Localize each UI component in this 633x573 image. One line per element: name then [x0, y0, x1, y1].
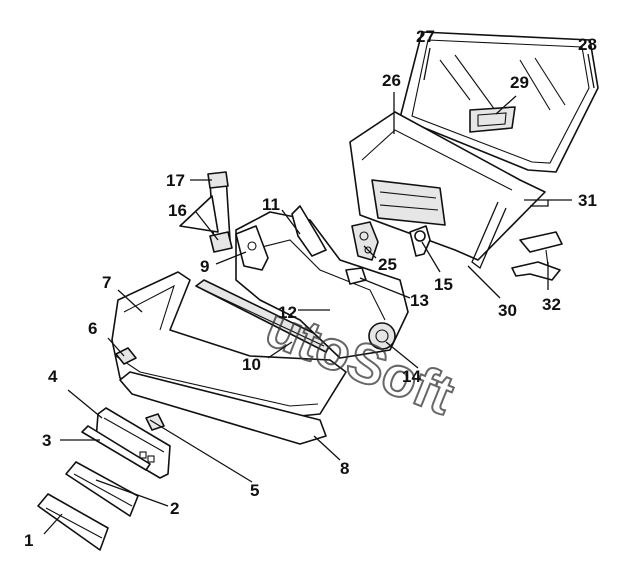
- callout-8: 8: [340, 459, 349, 478]
- callouts: 1 2 3 4 5 6 7 8 9 10 11 12 13 14 15 16 1…: [24, 27, 597, 550]
- callout-2: 2: [170, 499, 179, 518]
- striker-bracket: [511, 231, 563, 281]
- callout-16: 16: [168, 201, 187, 220]
- callout-12: 12: [278, 303, 297, 322]
- callout-5: 5: [250, 481, 259, 500]
- callout-6: 6: [88, 319, 97, 338]
- leader-lines: [43, 47, 595, 535]
- lock-cylinder: [351, 221, 379, 261]
- callout-30: 30: [498, 301, 517, 320]
- warning-triangle-holder: [179, 171, 233, 253]
- mounting-bracket: [235, 225, 269, 271]
- callout-13: 13: [410, 291, 429, 310]
- callout-9: 9: [200, 257, 209, 276]
- callout-10: 10: [242, 355, 261, 374]
- callout-15: 15: [434, 275, 453, 294]
- callout-14: 14: [402, 367, 421, 386]
- plate-trim-strip: [81, 425, 151, 471]
- callout-28: 28: [578, 35, 597, 54]
- tailgate-panel: [349, 111, 546, 261]
- callout-4: 4: [48, 367, 58, 386]
- callout-26: 26: [382, 71, 401, 90]
- tailgate-latch: [409, 225, 431, 257]
- callout-17: 17: [166, 171, 185, 190]
- rear-crossmember-panel: [235, 205, 409, 359]
- bumper-lower-strip: [119, 371, 327, 445]
- callout-31: 31: [578, 191, 597, 210]
- callout-32: 32: [542, 295, 561, 314]
- license-plate-lower: [37, 493, 109, 551]
- callout-1: 1: [24, 531, 33, 550]
- license-plate-upper: [65, 461, 139, 517]
- tailgate-seal: [471, 199, 549, 270]
- callout-3: 3: [42, 431, 51, 450]
- callout-7: 7: [102, 273, 111, 292]
- callout-27: 27: [416, 27, 435, 46]
- callout-11: 11: [262, 195, 280, 214]
- high-mount-brake-light: [469, 106, 516, 133]
- callout-29: 29: [510, 73, 529, 92]
- callout-25: 25: [378, 255, 397, 274]
